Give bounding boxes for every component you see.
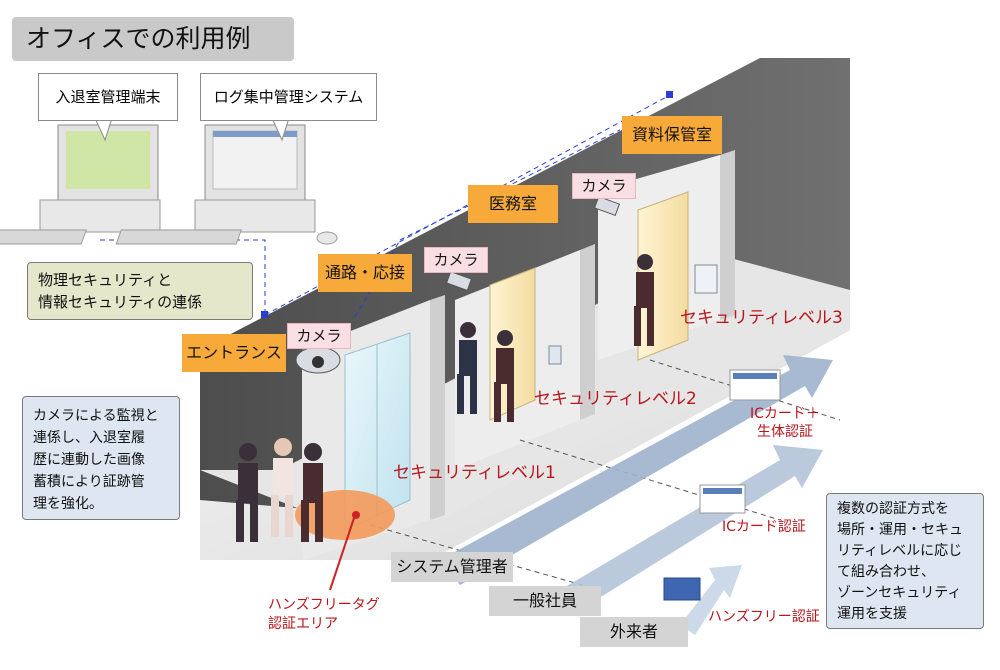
user-admin-label: システム管理者 [391, 552, 513, 582]
reader-3 [694, 264, 718, 294]
entry-terminal-label: 入退室管理端末 [38, 73, 178, 121]
camera-icon [445, 270, 473, 292]
handsfree-area-label: ハンズフリータグ 認証エリア [268, 596, 380, 634]
computer-right [115, 124, 338, 245]
arrow-visitor [680, 565, 742, 635]
handsfree-area-line: 認証エリア [268, 616, 338, 632]
security-level-2: セキュリティレベル2 [534, 389, 697, 409]
security-level-1: セキュリティレベル1 [393, 463, 556, 483]
note-line: 連係し、入退室履 [33, 430, 145, 446]
note-line: カメラによる監視と [33, 408, 159, 424]
auth-ic: ICカード認証 [722, 519, 806, 535]
handsfree-tag [663, 577, 701, 601]
note-line: て組み合わせ、 [837, 564, 935, 580]
room-medical-label: 医務室 [468, 185, 558, 223]
user-visitor-label: 外来者 [580, 617, 688, 647]
note-line: 複数の認証方式を [837, 501, 949, 517]
note-line: 場所・運用・セキュ [837, 522, 963, 538]
auth-handsfree: ハンズフリー認証 [708, 609, 820, 625]
auth-ic-bio-line: 生体認証 [756, 424, 813, 440]
note-line: 運用を支援 [837, 606, 907, 622]
room-passage-label: 通路・応接 [318, 254, 412, 292]
note-line: 物理セキュリティと [38, 271, 173, 289]
camera-icon [593, 195, 621, 217]
reader-2 [548, 345, 562, 365]
camera-label-entrance: カメラ [287, 323, 351, 349]
computer-left [0, 124, 196, 245]
note-line: 歴に連動した画像 [33, 452, 145, 468]
arrow-employee [560, 445, 823, 610]
auth-methods-note: 複数の認証方式を 場所・運用・セキュ リティレベルに応じ て組み合わせ、 ゾーン… [826, 493, 984, 629]
handsfree-area-line: ハンズフリータグ [268, 597, 380, 613]
physical-info-note: 物理セキュリティと 情報セキュリティの連係 [27, 262, 253, 320]
note-line: 理を強化。 [33, 496, 103, 512]
user-employee-label: 一般社員 [489, 586, 601, 616]
camera-label-archive: カメラ [572, 173, 636, 199]
security-level-3: セキュリティレベル3 [680, 308, 843, 328]
auth-ic-bio: ICカード＋ 生体認証 [750, 405, 820, 441]
note-line: リティレベルに応じ [837, 543, 963, 559]
note-line: ゾーンセキュリティ [837, 585, 962, 601]
note-line: 蓄積により証跡管 [33, 474, 145, 490]
auth-ic-bio-line: ICカード＋ [750, 406, 820, 422]
camera-label-passage: カメラ [424, 247, 488, 273]
page-title: オフィスでの利用例 [12, 17, 294, 61]
people [236, 254, 654, 542]
arrow-admin [440, 355, 833, 585]
room-entrance-label: エントランス [182, 334, 286, 372]
camera-monitoring-note: カメラによる監視と 連係し、入退室履 歴に連動した画像 蓄積により証跡管 理を強… [22, 396, 180, 520]
log-system-label: ログ集中管理システム [200, 73, 377, 121]
note-line: 情報セキュリティの連係 [38, 293, 203, 311]
room-archive-label: 資料保管室 [622, 116, 722, 154]
